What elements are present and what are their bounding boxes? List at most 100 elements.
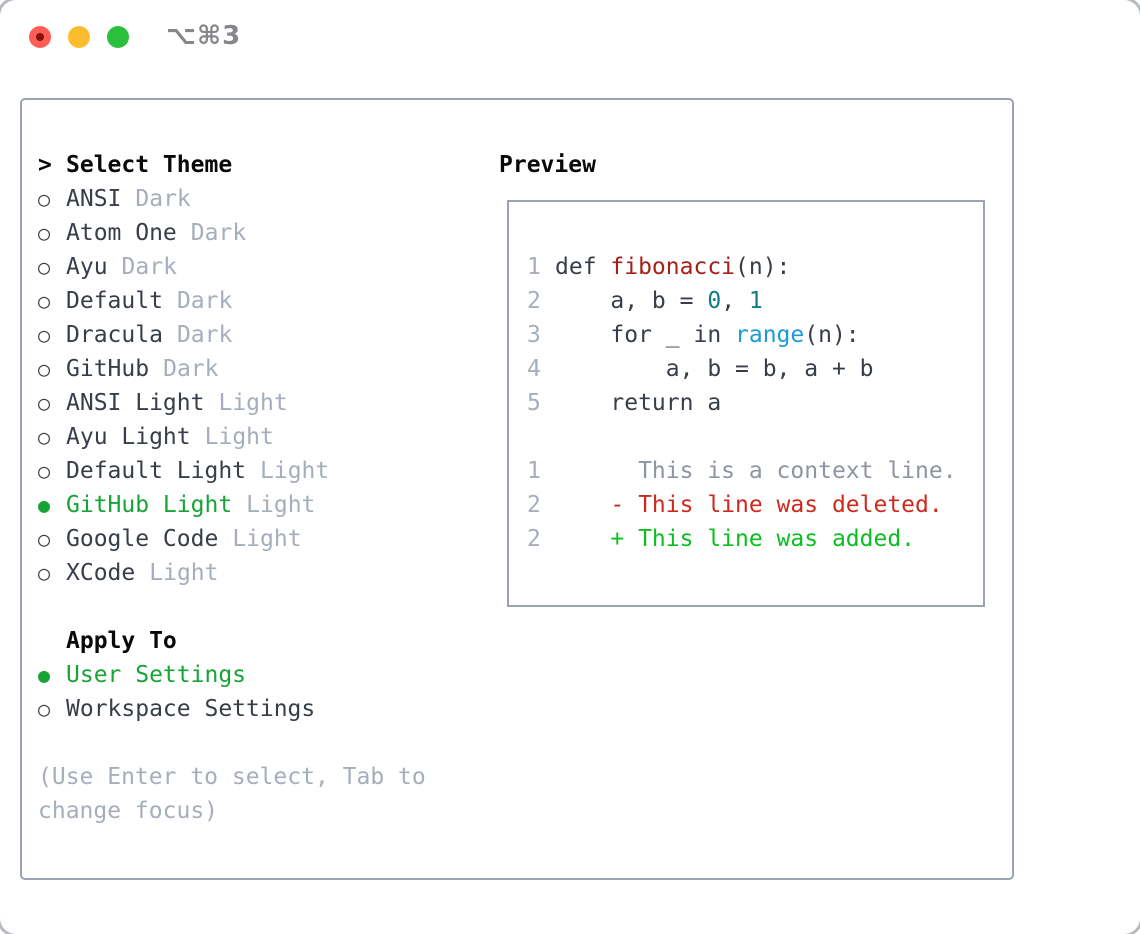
theme-option-github-light[interactable]: ● GitHub Light Light (38, 488, 426, 522)
line-number: 1 (527, 458, 541, 484)
theme-variant: Light (260, 458, 330, 484)
radio-unselected-icon: ○ (38, 459, 51, 483)
theme-option-ansi-light[interactable]: ○ ANSI Light Light (38, 386, 426, 420)
theme-variant: Dark (121, 254, 177, 280)
code-token: a, b = (555, 288, 708, 314)
theme-name: GitHub Light (66, 492, 233, 518)
radio-unselected-icon: ○ (38, 697, 51, 721)
spacer-line (527, 420, 983, 454)
code-token-builtin: range (735, 322, 805, 348)
theme-variant: Light (149, 560, 219, 586)
code-token: a, b = b, a + b (555, 356, 874, 382)
code-line: 5 return a (527, 386, 983, 420)
theme-name: ANSI Light (66, 390, 205, 416)
radio-unselected-icon: ○ (38, 357, 51, 381)
line-number: 2 (527, 526, 541, 552)
radio-unselected-icon: ○ (38, 561, 51, 585)
theme-name: Ayu Light (66, 424, 191, 450)
diff-context-line: 1 This is a context line. (527, 454, 983, 488)
code-token: (n): (735, 254, 791, 280)
hint-text-line1: (Use Enter to select, Tab to (38, 764, 426, 790)
theme-variant: Dark (163, 356, 219, 382)
apply-option-label: Workspace Settings (66, 696, 316, 722)
radio-unselected-icon: ○ (38, 289, 51, 313)
theme-variant: Dark (176, 288, 233, 314)
theme-variant: Light (232, 526, 302, 552)
window-title: ⌥⌘3 (166, 21, 242, 51)
code-token: def (555, 254, 611, 280)
code-line: 2 a, b = 0, 1 (527, 284, 983, 318)
radio-unselected-icon: ○ (38, 425, 51, 449)
code-token: return a (555, 390, 722, 416)
spacer-line (38, 590, 426, 624)
preview-heading: Preview (499, 152, 596, 178)
apply-to-label: Apply To (66, 628, 177, 654)
select-theme-heading: > Select Theme (38, 148, 426, 182)
theme-name: XCode (66, 560, 136, 586)
theme-option-default-dark[interactable]: ○ Default Dark (38, 284, 426, 318)
theme-option-atom-one-dark[interactable]: ○ Atom One Dark (38, 216, 426, 250)
traffic-lights (29, 26, 129, 48)
radio-unselected-icon: ○ (38, 221, 51, 245)
radio-unselected-icon: ○ (38, 323, 51, 347)
radio-selected-icon: ● (38, 493, 51, 517)
diff-deleted-line: 2 - This line was deleted. (527, 488, 983, 522)
hint-text-line2: change focus) (38, 798, 219, 824)
diff-context-text: This is a context line. (555, 458, 957, 484)
theme-name: Ayu (66, 254, 108, 280)
radio-unselected-icon: ○ (38, 391, 51, 415)
apply-option-user-settings[interactable]: ● User Settings (38, 658, 426, 692)
theme-name: GitHub (66, 356, 150, 382)
radio-unselected-icon: ○ (38, 527, 51, 551)
theme-variant: Light (204, 424, 274, 450)
code-token-function: fibonacci (610, 254, 736, 280)
minimize-button[interactable] (68, 26, 90, 48)
theme-option-default-light[interactable]: ○ Default Light Light (38, 454, 426, 488)
code-line: 3 for _ in range(n): (527, 318, 983, 352)
theme-name: Default (66, 288, 163, 314)
radio-unselected-icon: ○ (38, 187, 51, 211)
radio-unselected-icon: ○ (38, 255, 51, 279)
line-number: 5 (527, 390, 541, 416)
code-token: for _ in (555, 322, 736, 348)
zoom-button[interactable] (107, 26, 129, 48)
theme-name: Dracula (66, 322, 163, 348)
theme-variant: Dark (190, 220, 247, 246)
theme-name: Google Code (66, 526, 219, 552)
theme-option-ayu-light[interactable]: ○ Ayu Light Light (38, 420, 426, 454)
close-modified-dot-icon (36, 33, 44, 41)
code-line: 4 a, b = b, a + b (527, 352, 983, 386)
theme-option-google-code[interactable]: ○ Google Code Light (38, 522, 426, 556)
theme-option-github-dark[interactable]: ○ GitHub Dark (38, 352, 426, 386)
diff-deleted-text: - This line was deleted. (555, 492, 943, 518)
theme-name: Default Light (66, 458, 247, 484)
theme-option-ayu-dark[interactable]: ○ Ayu Dark (38, 250, 426, 284)
apply-option-workspace-settings[interactable]: ○ Workspace Settings (38, 692, 426, 726)
line-number: 3 (527, 322, 541, 348)
select-theme-label: Select Theme (66, 152, 233, 178)
selection-cursor-icon: > (38, 152, 52, 178)
diff-added-line: 2 + This line was added. (527, 522, 983, 556)
theme-variant: Light (246, 492, 316, 518)
diff-added-text: + This line was added. (555, 526, 916, 552)
line-number: 2 (527, 492, 541, 518)
line-number: 4 (527, 356, 541, 382)
close-button[interactable] (29, 26, 51, 48)
code-token-number: 0 (707, 288, 722, 314)
apply-option-label: User Settings (66, 662, 247, 688)
code-token-number: 1 (748, 288, 763, 314)
radio-selected-icon: ● (38, 663, 51, 687)
line-number: 2 (527, 288, 541, 314)
theme-option-xcode[interactable]: ○ XCode Light (38, 556, 426, 590)
spacer-line (38, 726, 426, 760)
theme-variant: Dark (135, 186, 191, 212)
theme-variant: Light (218, 390, 288, 416)
theme-name: Atom One (66, 220, 177, 246)
